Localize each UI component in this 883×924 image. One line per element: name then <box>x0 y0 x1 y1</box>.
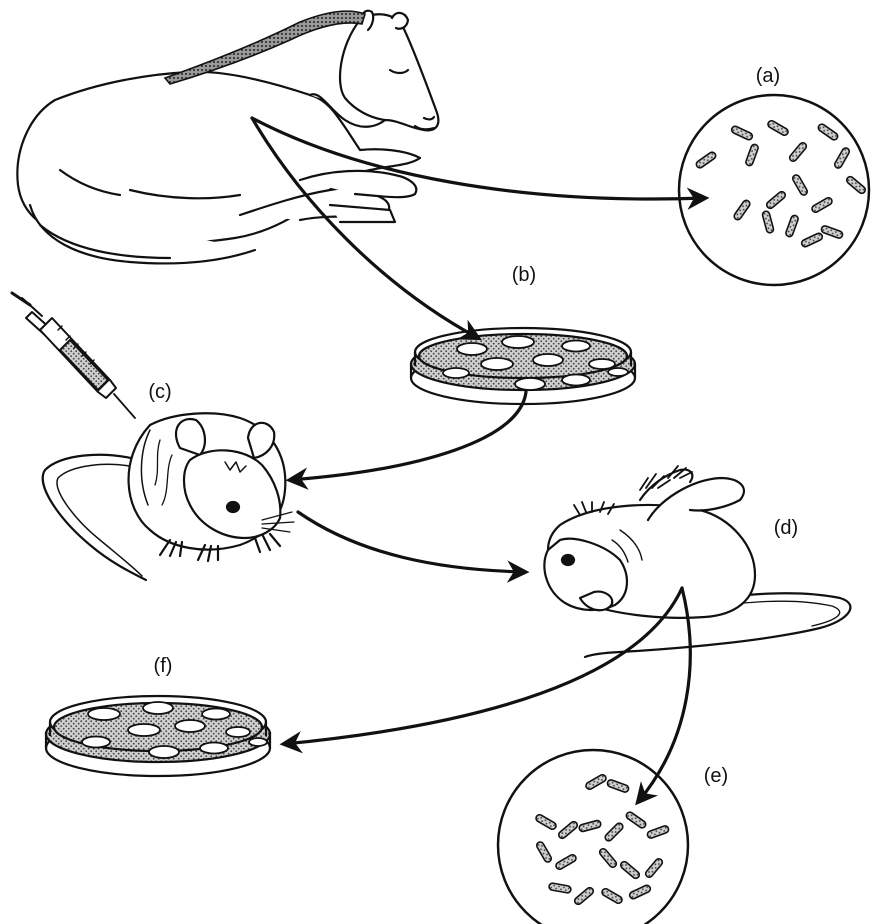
label-d: (d) <box>774 517 798 539</box>
arrow-dish-b-to-mouse-c <box>290 392 526 480</box>
syringe-illustration <box>12 293 135 418</box>
label-f: (f) <box>154 655 173 677</box>
label-a: (a) <box>756 65 780 87</box>
petri-dish-f <box>46 696 270 776</box>
bacteria-sample-e <box>498 750 688 924</box>
horse-mane <box>165 11 365 84</box>
label-b: (b) <box>512 264 536 286</box>
mouse-c-illustration <box>43 413 294 580</box>
petri-dish-b <box>411 328 635 404</box>
mouse-d-illustration <box>544 466 850 657</box>
label-c: (c) <box>148 381 171 403</box>
bacteria-sample-a <box>679 95 869 285</box>
horse-illustration <box>17 11 438 264</box>
label-e: (e) <box>704 765 728 787</box>
arrow-mouse-c-to-mouse-d <box>298 512 525 572</box>
